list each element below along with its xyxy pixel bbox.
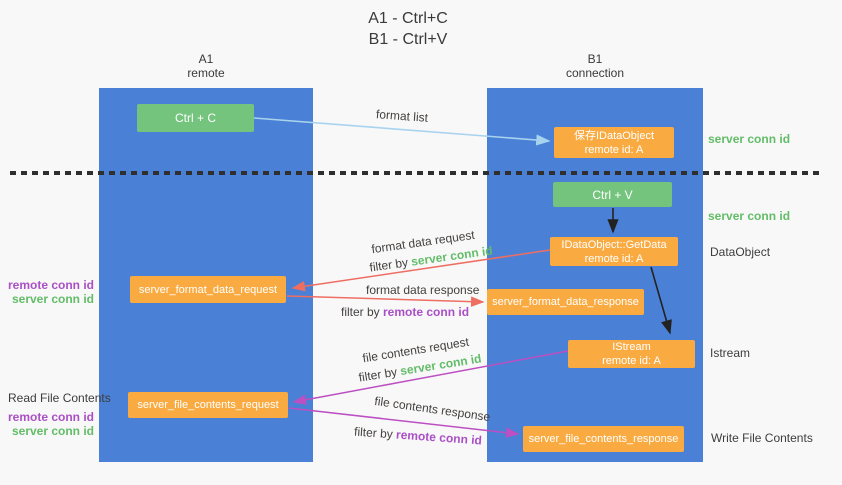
node-server-file-contents-request: server_file_contents_request <box>128 392 288 418</box>
node-server-file-contents-response: server_file_contents_response <box>523 426 684 452</box>
node-save-idataobject-line2: remote id: A <box>584 143 644 156</box>
label-read-file-contents: Read File Contents <box>8 391 111 405</box>
server-conn-id-label: server conn id <box>11 292 94 306</box>
node-server-format-data-response: server_format_data_response <box>487 289 644 315</box>
node-save-idataobject: 保存IDataObject remote id: A <box>554 127 674 158</box>
label-format-data-response: format data response <box>366 283 480 297</box>
node-idataobject-getdata: IDataObject::GetData remote id: A <box>550 237 678 266</box>
node-ctrl-c: Ctrl + C <box>137 104 254 132</box>
filter-by-text: filter by <box>353 424 397 442</box>
node-file-response-label: server_file_contents_response <box>528 433 679 445</box>
filter-by-text: filter by <box>357 364 402 385</box>
remote-conn-id-label: remote conn id <box>7 278 94 292</box>
label-format-list: format list <box>375 107 429 125</box>
session-divider-dotted-line <box>10 171 822 175</box>
remote-conn-id-label: remote conn id <box>7 410 94 424</box>
column-header-b1: B1 connection <box>495 52 695 80</box>
filter-by-text: filter by <box>368 254 413 275</box>
diagram-title: A1 - Ctrl+C B1 - Ctrl+V <box>258 8 558 50</box>
label-file-contents-response: file contents response <box>373 393 492 425</box>
node-server-format-data-request: server_format_data_request <box>130 276 286 303</box>
node-format-response-label: server_format_data_response <box>492 296 639 308</box>
left-conn-id-labels-format: remote conn id server conn id <box>0 278 94 306</box>
node-save-idataobject-line1: 保存IDataObject <box>573 129 655 142</box>
column-a1-name: A1 <box>198 52 214 66</box>
filter-by-text: filter by <box>341 305 384 319</box>
node-istream-line2: remote id: A <box>602 355 661 367</box>
node-format-request-label: server_format_data_request <box>138 283 278 296</box>
node-ctrl-v-label: Ctrl + V <box>592 187 633 202</box>
node-ctrl-c-label: Ctrl + C <box>174 111 216 125</box>
node-ctrl-v: Ctrl + V <box>553 182 672 207</box>
column-header-a1: A1 remote <box>106 52 306 80</box>
remote-conn-id-text: remote conn id <box>395 427 483 448</box>
title-line-a1: A1 - Ctrl+C <box>368 10 448 27</box>
node-getdata-line2: remote id: A <box>584 252 644 265</box>
label-write-file-contents: Write File Contents <box>711 431 813 445</box>
remote-conn-id-text: remote conn id <box>383 305 470 319</box>
column-a1-role: remote <box>187 66 225 80</box>
node-file-request-label: server_file_contents_request <box>137 399 279 411</box>
column-b1-role: connection <box>565 66 625 80</box>
title-line-b1: B1 - Ctrl+V <box>368 31 448 48</box>
right-server-conn-id-top: server conn id <box>708 132 791 146</box>
label-dataobject: DataObject <box>710 245 771 259</box>
right-server-conn-id-mid: server conn id <box>708 209 791 223</box>
node-getdata-line1: IDataObject::GetData <box>561 238 667 251</box>
node-istream-line1: IStream <box>612 341 651 353</box>
label-filter-by-remote-conn-id-1: filter by remote conn id <box>341 305 469 319</box>
label-istream: Istream <box>710 346 751 360</box>
label-filter-by-remote-conn-id-2: filter by remote conn id <box>354 425 483 448</box>
column-b1-name: B1 <box>587 52 603 66</box>
left-conn-id-labels-file: remote conn id server conn id <box>0 410 94 438</box>
server-conn-id-label: server conn id <box>11 424 94 438</box>
node-istream: IStream remote id: A <box>568 340 695 368</box>
